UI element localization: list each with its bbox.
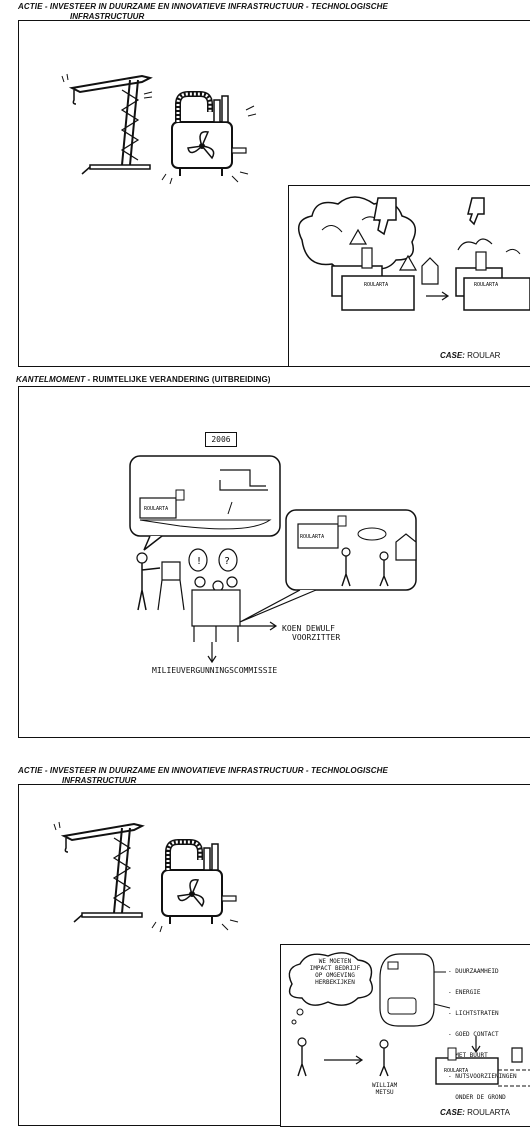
- thought-text: WE MOETEN IMPACT BEDRIJF OP OMGEVING HER…: [295, 958, 375, 986]
- fan-machine-icon-2: [151, 839, 239, 933]
- section1-heading: ACTIE - INVESTEER IN DUURZAME EN INNOVAT…: [18, 2, 388, 11]
- section3-title: - INVESTEER IN DUURZAME EN INNOVATIEVE I…: [42, 766, 388, 775]
- section1-case-prefix: CASE:: [440, 351, 465, 360]
- section2-title: - RUIMTELIJKE VERANDERING (UITBREIDING): [85, 375, 271, 384]
- list-item: - GOED CONTACT: [448, 1031, 499, 1038]
- section1-title: - INVESTEER IN DUURZAME EN INNOVATIEVE I…: [42, 2, 388, 11]
- person-name: KOEN DEWULF: [282, 624, 335, 633]
- section2-sign-right: ROULARTA: [300, 534, 324, 540]
- crane-icon-2: [53, 821, 145, 923]
- section2-sign-top: ROULARTA: [144, 506, 168, 512]
- section3-case-name: ROULARTA: [464, 1108, 510, 1117]
- section1-case-label: CASE: ROULAR: [440, 351, 500, 360]
- list-item: - DUURZAAMHEID: [448, 968, 499, 975]
- section2-prefix: KANTELMOMENT: [16, 375, 86, 384]
- thought-line-4: HERBEKIJKEN: [315, 979, 355, 986]
- section1-sign-left: ROULARTA: [364, 282, 388, 288]
- list-item: - LICHTSTRATEN: [448, 1010, 499, 1017]
- list-item: - NUTSVOORZIENINGEN: [448, 1073, 517, 1080]
- section2-heading: KANTELMOMENT - RUIMTELIJKE VERANDERING (…: [16, 375, 271, 384]
- section2-sketch: ROULARTA ! ? ROULARTA: [129, 455, 417, 664]
- year-box: 2006: [205, 432, 237, 447]
- section3-case-sketch: ROULARTA: [288, 952, 530, 1087]
- section1-case-name: ROULAR: [464, 351, 501, 360]
- section1-case-sketch: ROULARTA ROULARTA: [297, 196, 530, 311]
- bubble-question: ?: [224, 556, 230, 567]
- section3-case-label: CASE: ROULARTA: [440, 1108, 510, 1117]
- committee-label: MILIEUVERGUNNINGSCOMMISSIE: [152, 666, 278, 675]
- person-name-line-2: METSU: [375, 1089, 394, 1096]
- thought-line-2: IMPACT BEDRIJF: [309, 965, 361, 972]
- section2-panel: [18, 386, 530, 738]
- person-name-line-1: WILLIAM: [372, 1082, 398, 1089]
- thought-line-3: OP OMGEVING: [315, 972, 355, 979]
- section1-prefix: ACTIE: [18, 2, 43, 11]
- section1-subtitle: INFRASTRUCTUUR: [70, 12, 145, 21]
- list-item: ONDER DE GROND: [448, 1094, 506, 1101]
- koen-dewulf-label: KOEN DEWULF VOORZITTER: [282, 624, 340, 642]
- section3-sign: ROULARTA: [444, 1068, 468, 1074]
- william-metsu-label: WILLIAM METSU: [372, 1082, 397, 1096]
- section1-sign-right: ROULARTA: [474, 282, 498, 288]
- section3-case-prefix: CASE:: [440, 1108, 465, 1117]
- section3-prefix: ACTIE: [18, 766, 43, 775]
- sustainability-list: - DUURZAAMHEID - ENERGIE - LICHTSTRATEN …: [448, 954, 517, 1108]
- person-role: VOORZITTER: [292, 633, 341, 642]
- fan-machine-icon: [161, 91, 257, 185]
- section3-heading: ACTIE - INVESTEER IN DUURZAME EN INNOVAT…: [18, 766, 388, 775]
- section3-subtitle: INFRASTRUCTUUR: [62, 776, 137, 785]
- bubble-exclaim: !: [196, 556, 202, 567]
- thought-line-1: WE MOETEN: [318, 958, 352, 965]
- list-item: - ENERGIE: [448, 989, 481, 996]
- crane-icon: [61, 73, 153, 175]
- list-item: MET BUURT: [448, 1052, 488, 1059]
